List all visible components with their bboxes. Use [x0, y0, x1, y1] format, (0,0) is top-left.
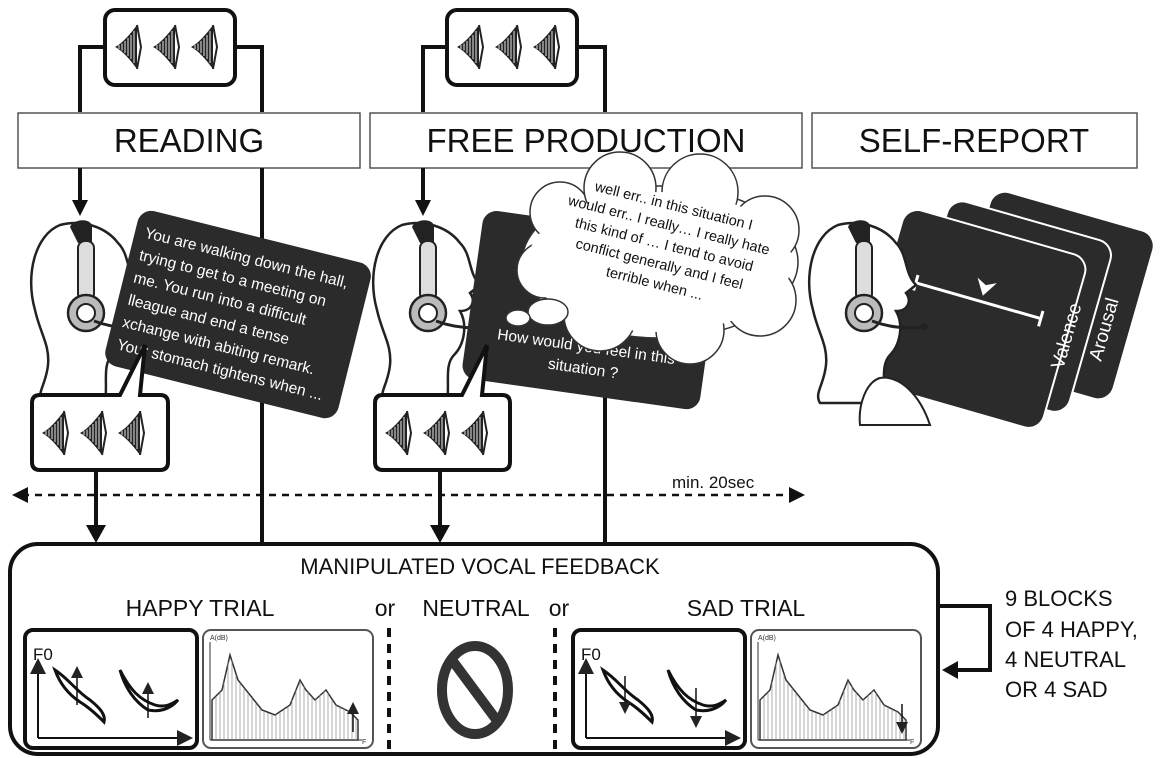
block-loop: 9 BLOCKS OF 4 HAPPY, 4 NEUTRAL OR 4 SAD [938, 586, 1138, 702]
blocks-line-3: 4 NEUTRAL [1005, 647, 1126, 672]
sad-amp-label: A(dB) [758, 635, 776, 642]
phase-reading-label: READING [114, 122, 264, 159]
neutral-label: NEUTRAL [422, 595, 530, 621]
blocks-line-1: 9 BLOCKS [1005, 586, 1113, 611]
sad-freq-label: F [910, 739, 914, 746]
happy-trial-label: HAPPY TRIAL [126, 595, 275, 621]
happy-freq-label: F [362, 739, 366, 746]
phase-free-production-label: FREE PRODUCTION [426, 122, 745, 159]
timeline-label: min. 20sec [672, 473, 755, 492]
free-production-feedback-loop [421, 8, 607, 112]
prohibited-icon [437, 641, 513, 739]
feedback-title: MANIPULATED VOCAL FEEDBACK [300, 554, 660, 579]
manipulated-feedback-panel: MANIPULATED VOCAL FEEDBACK HAPPY TRIAL o… [8, 542, 940, 756]
sad-spectrum-panel: A(dB) F [750, 629, 922, 749]
or-label-1: or [375, 595, 396, 621]
free-production-scene: How would you feel in this situation ? w… [371, 151, 800, 472]
timeline: min. 20sec [12, 473, 805, 503]
or-label-2: or [549, 595, 570, 621]
reading-scene: You are walking down the hall, trying to… [29, 210, 371, 472]
reading-prompt-card [105, 210, 371, 419]
blocks-line-4: OR 4 SAD [1005, 677, 1108, 702]
sad-f0-label: F0 [581, 645, 601, 664]
phase-self-report-label: SELF-REPORT [859, 122, 1089, 159]
phase-free-production: FREE PRODUCTION [369, 112, 803, 169]
sad-trial-label: SAD TRIAL [687, 595, 806, 621]
happy-f0-label: F0 [33, 645, 53, 664]
rating-slider-track [915, 281, 1042, 321]
rating-slider-cursor-icon [977, 277, 997, 296]
phase-reading: READING [17, 112, 361, 169]
happy-spectrum-panel: A(dB) F [202, 629, 374, 749]
self-report-scene: Valence Arousal How sure ? [807, 190, 1168, 429]
happy-f0-panel: F0 [23, 628, 199, 750]
blocks-line-2: OF 4 HAPPY, [1005, 617, 1138, 642]
happy-amp-label: A(dB) [210, 635, 228, 642]
phase-self-report: SELF-REPORT [811, 112, 1138, 169]
thought-cloud: well err.. in this situation I would err… [505, 151, 800, 365]
sad-f0-panel: F0 [571, 628, 747, 750]
reading-feedback-loop [78, 8, 264, 112]
